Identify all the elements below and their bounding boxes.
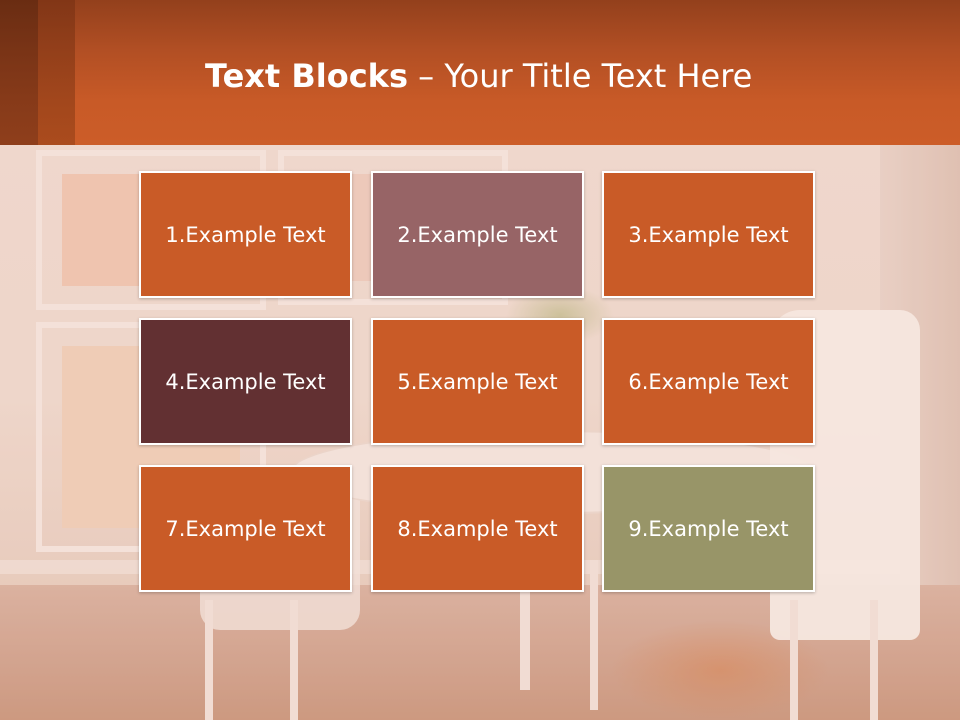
chair-leg — [290, 600, 298, 720]
text-block-4[interactable]: 4.Example Text — [139, 318, 352, 445]
text-block-label: 6.Example Text — [628, 369, 789, 394]
text-block-label: 9.Example Text — [628, 516, 789, 541]
text-block-label: 3.Example Text — [628, 222, 789, 247]
text-block-6[interactable]: 6.Example Text — [602, 318, 815, 445]
text-block-label: 1.Example Text — [165, 222, 326, 247]
header-accent-strip — [38, 0, 75, 145]
title-dash: – — [408, 57, 445, 95]
chair-leg — [205, 600, 213, 720]
header-band: Text Blocks – Your Title Text Here — [0, 0, 960, 145]
text-block-5[interactable]: 5.Example Text — [371, 318, 584, 445]
header-accent-strip — [0, 0, 38, 145]
text-block-3[interactable]: 3.Example Text — [602, 171, 815, 298]
title-rest: Your Title Text Here — [444, 57, 753, 95]
text-block-label: 2.Example Text — [397, 222, 558, 247]
title-bold-part: Text Blocks — [205, 57, 408, 95]
text-block-8[interactable]: 8.Example Text — [371, 465, 584, 592]
text-block-2[interactable]: 2.Example Text — [371, 171, 584, 298]
slide-title[interactable]: Text Blocks – Your Title Text Here — [205, 54, 752, 98]
text-block-label: 7.Example Text — [165, 516, 326, 541]
text-block-9[interactable]: 9.Example Text — [602, 465, 815, 592]
text-block-label: 5.Example Text — [397, 369, 558, 394]
text-block-label: 4.Example Text — [165, 369, 326, 394]
text-block-label: 8.Example Text — [397, 516, 558, 541]
chair-leg — [870, 600, 878, 720]
text-block-1[interactable]: 1.Example Text — [139, 171, 352, 298]
table-leg — [590, 560, 598, 710]
chair-leg — [790, 600, 798, 720]
text-block-7[interactable]: 7.Example Text — [139, 465, 352, 592]
